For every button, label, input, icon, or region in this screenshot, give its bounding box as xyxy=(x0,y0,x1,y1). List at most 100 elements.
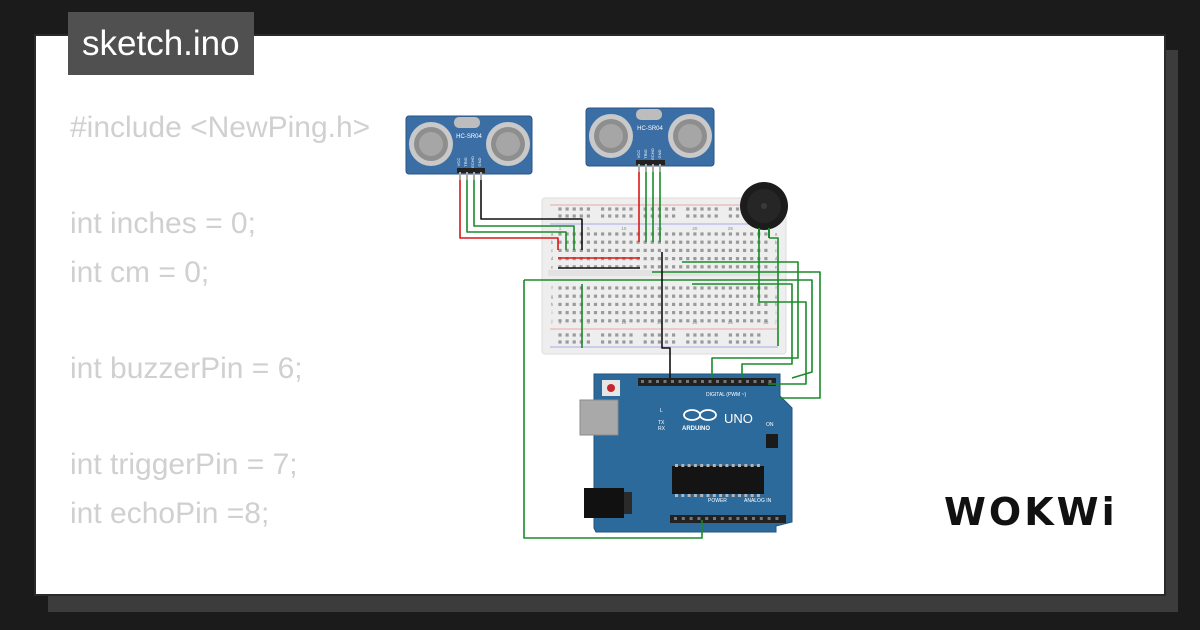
breadboard-hole xyxy=(615,248,619,252)
breadboard-rail-hole xyxy=(743,333,747,337)
breadboard-rail-hole xyxy=(558,340,562,344)
chip-leg xyxy=(731,494,735,497)
digital-header-pin xyxy=(708,380,712,383)
breadboard-hole xyxy=(743,286,747,290)
breadboard-hole xyxy=(650,319,654,323)
breadboard-hole xyxy=(608,248,612,252)
breadboard-hole xyxy=(672,286,676,290)
breadboard-hole xyxy=(629,286,633,290)
breadboard-rail-hole xyxy=(693,207,697,211)
chip-leg xyxy=(719,494,723,497)
breadboard-hole xyxy=(714,319,718,323)
breadboard-hole xyxy=(693,294,697,298)
breadboard-hole xyxy=(565,294,569,298)
breadboard-rail-hole xyxy=(700,207,704,211)
breadboard-hole xyxy=(757,311,761,315)
breadboard-hole xyxy=(686,240,690,244)
code-line: int echoPin =8; xyxy=(70,496,270,530)
breadboard-rail-hole xyxy=(622,340,626,344)
breadboard-hole xyxy=(629,248,633,252)
chip-leg xyxy=(700,494,704,497)
breadboard-column-number: 30 xyxy=(763,320,769,325)
breadboard-hole xyxy=(650,302,654,306)
breadboard-rail-hole xyxy=(622,214,626,218)
breadboard-rail-hole xyxy=(735,207,740,211)
breadboard-hole xyxy=(657,294,661,298)
chip-leg xyxy=(756,464,760,467)
breadboard-hole xyxy=(572,286,576,290)
preview-card: #include <NewPing.h>int inches = 0;int c… xyxy=(34,34,1166,596)
breadboard-hole xyxy=(565,319,569,323)
breadboard-rail-hole xyxy=(657,333,661,337)
power-analog-header-pin xyxy=(728,517,732,520)
breadboard-hole xyxy=(657,311,661,315)
breadboard-rail-hole xyxy=(686,340,690,344)
breadboard-rail-hole xyxy=(707,333,711,337)
breadboard-hole xyxy=(565,311,569,315)
breadboard-hole xyxy=(650,286,654,290)
l-led-label: L xyxy=(660,408,663,414)
breadboard-hole xyxy=(601,248,605,252)
breadboard-hole xyxy=(679,232,683,236)
breadboard-rail-hole xyxy=(700,333,704,337)
breadboard-hole xyxy=(721,257,725,261)
chip-leg xyxy=(712,464,716,467)
breadboard-row-letter: c xyxy=(551,248,554,253)
breadboard-rail-hole xyxy=(672,333,676,337)
breadboard-hole xyxy=(693,257,697,261)
power-analog-header-pin xyxy=(697,517,701,520)
breadboard-rail-hole xyxy=(643,333,647,337)
breadboard-hole xyxy=(750,311,754,315)
breadboard-row-letter: d xyxy=(775,256,778,261)
chip-leg xyxy=(725,494,729,497)
breadboard-hole xyxy=(707,257,711,261)
breadboard-hole xyxy=(572,302,576,306)
breadboard-rail-hole xyxy=(629,214,633,218)
breadboard-hole xyxy=(608,319,612,323)
breadboard-rail-hole xyxy=(629,340,633,344)
breadboard-hole xyxy=(664,311,669,315)
power-analog-header-pin xyxy=(689,517,693,520)
sensor-1-label: HC-SR04 xyxy=(456,134,482,140)
breadboard-hole xyxy=(601,311,605,315)
breadboard-hole xyxy=(728,302,732,306)
breadboard-hole xyxy=(764,319,768,323)
breadboard-rail-hole xyxy=(650,333,654,337)
breadboard-rail-hole xyxy=(565,207,569,211)
breadboard-hole xyxy=(672,302,676,306)
breadboard-hole xyxy=(707,248,711,252)
breadboard-hole xyxy=(735,302,740,306)
breadboard-rail-hole xyxy=(608,333,612,337)
wires xyxy=(459,172,821,539)
breadboard-hole xyxy=(735,319,740,323)
breadboard-hole xyxy=(579,248,583,252)
breadboard-rail-hole xyxy=(714,340,718,344)
breadboard-rail-hole xyxy=(629,333,633,337)
breadboard-hole xyxy=(721,240,725,244)
breadboard-hole xyxy=(750,265,754,269)
breadboard-rail-hole xyxy=(615,214,619,218)
breadboard-hole xyxy=(721,265,725,269)
breadboard-hole xyxy=(565,240,569,244)
digital-header-pin xyxy=(693,380,697,383)
breadboard-rail-hole xyxy=(672,207,676,211)
breadboard-rail-hole xyxy=(565,340,569,344)
breadboard-hole xyxy=(700,240,704,244)
breadboard-hole xyxy=(750,240,754,244)
breadboard-hole xyxy=(615,319,619,323)
digital-header-pin xyxy=(671,380,674,383)
chip-leg xyxy=(700,464,704,467)
breadboard-hole xyxy=(593,232,598,236)
breadboard-hole xyxy=(657,319,661,323)
breadboard-hole xyxy=(700,257,704,261)
breadboard-rail-hole xyxy=(643,207,647,211)
breadboard-hole xyxy=(672,265,676,269)
sensor-2-pin-echo: ECHO xyxy=(650,148,655,160)
breadboard-hole xyxy=(593,294,598,298)
chip-leg xyxy=(712,494,716,497)
breadboard-hole xyxy=(721,311,725,315)
breadboard-rail-hole xyxy=(558,207,562,211)
sensor-1-pin-gnd: GND xyxy=(477,157,482,166)
chip-leg xyxy=(687,464,691,467)
breadboard-hole xyxy=(572,294,576,298)
